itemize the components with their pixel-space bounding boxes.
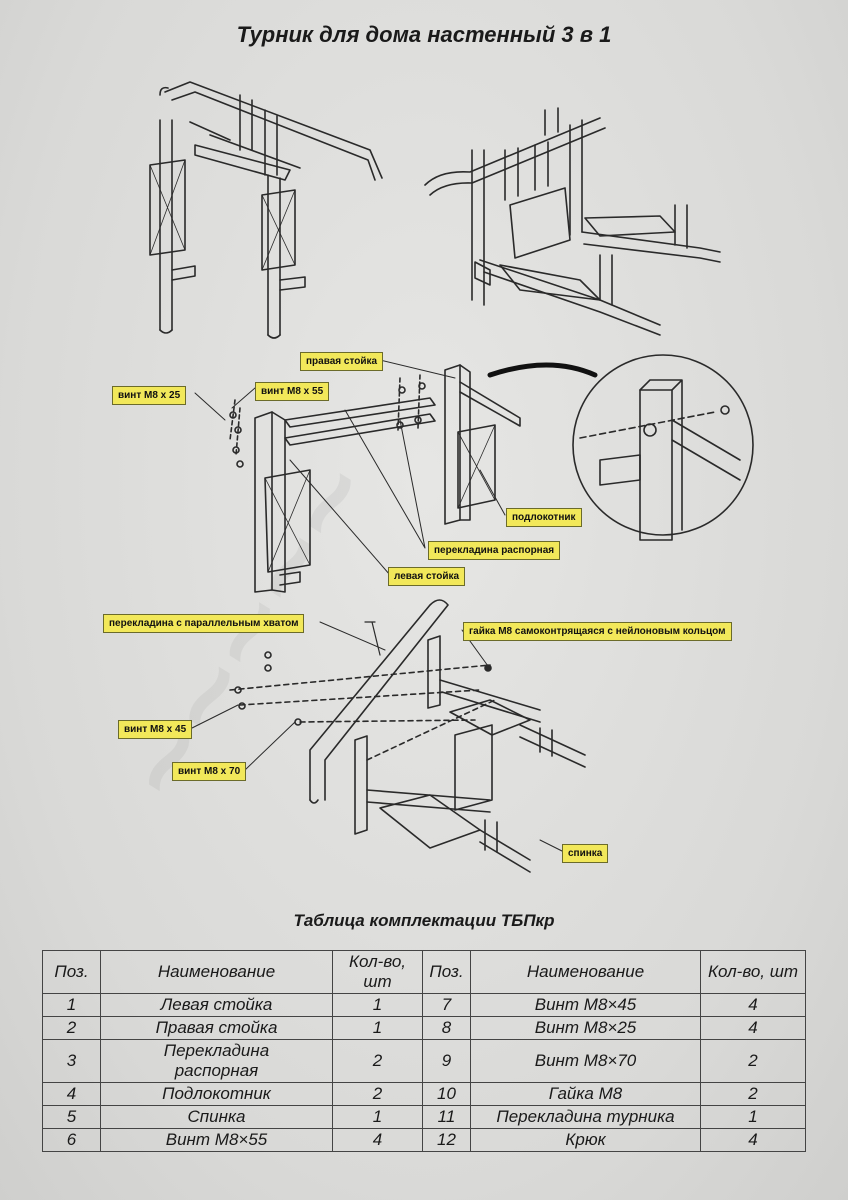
callout-spacer-bar: перекладина распорная: [428, 541, 561, 560]
table-row: 4 Подлокотник 2 10 Гайка М8 2: [42, 1082, 806, 1106]
cell-name: Подлокотник: [100, 1082, 333, 1106]
cell-pos: 5: [42, 1105, 101, 1129]
callout-screw-m8x45: винт М8 x 45: [118, 720, 193, 739]
cell-pos: 3: [42, 1039, 101, 1083]
table-row: 5 Спинка 1 11 Перекладина турника 1: [42, 1105, 806, 1129]
exploded-view-2: [229, 599, 586, 873]
cell-qty: 2: [700, 1082, 806, 1106]
cell-name: Левая стойка: [100, 993, 333, 1017]
cell-name: Гайка М8: [470, 1082, 701, 1106]
cell-name: Перекладина распорная: [100, 1039, 333, 1083]
parts-table: Поз. Наименование Кол-во, шт Поз. Наимен…: [42, 950, 806, 1152]
cell-pos: 4: [42, 1082, 101, 1106]
header-name: Наименование: [100, 950, 333, 994]
callout-armrest: подлокотник: [506, 508, 582, 527]
table-row: 6 Винт М8×55 4 12 Крюк 4: [42, 1128, 806, 1152]
table-row: 3 Перекладина распорная 2 9 Винт М8×70 2: [42, 1039, 806, 1083]
cell-pos: 10: [422, 1082, 471, 1106]
cell-pos: 11: [422, 1105, 471, 1129]
cell-pos: 6: [42, 1128, 101, 1152]
callout-screw-m8x25: винт М8 x 25: [112, 386, 187, 405]
cell-qty: 4: [700, 1016, 806, 1040]
callout-left-post: левая стойка: [388, 567, 466, 586]
header-pos: Поз.: [42, 950, 101, 994]
cell-qty: 2: [332, 1039, 423, 1083]
cell-name: Перекладина турника: [470, 1105, 701, 1129]
callout-right-post: правая стойка: [300, 352, 384, 371]
header-pos: Поз.: [422, 950, 471, 994]
cell-pos: 7: [422, 993, 471, 1017]
cell-qty: 2: [700, 1039, 806, 1083]
cell-qty: 4: [700, 1128, 806, 1152]
detail-magnifier: [487, 354, 754, 541]
header-qty: Кол-во, шт: [700, 950, 806, 994]
cell-qty: 1: [332, 993, 423, 1017]
cell-pos: 1: [42, 993, 101, 1017]
cell-name: Правая стойка: [100, 1016, 333, 1040]
callout-back: спинка: [562, 844, 609, 863]
table-title: Таблица комплектации ТБПкр: [293, 911, 555, 930]
table-row: 2 Правая стойка 1 8 Винт М8×25 4: [42, 1016, 806, 1040]
table-header-row: Поз. Наименование Кол-во, шт Поз. Наимен…: [42, 950, 806, 994]
page-title: Турник для дома настенный 3 в 1: [236, 22, 612, 47]
product-view-assembled: [424, 107, 721, 336]
callout-parallel-grip-bar: перекладина с параллельным хватом: [103, 614, 305, 633]
assembly-drawing: [149, 81, 754, 873]
cell-qty: 4: [700, 993, 806, 1017]
header-qty: Кол-во, шт: [332, 950, 423, 994]
cell-qty: 2: [332, 1082, 423, 1106]
cell-pos: 12: [422, 1128, 471, 1152]
header-name: Наименование: [470, 950, 701, 994]
cell-qty: 1: [700, 1105, 806, 1129]
cell-qty: 1: [332, 1016, 423, 1040]
exploded-view-1: [229, 364, 521, 593]
cell-name: Винт М8×55: [100, 1128, 333, 1152]
cell-name: Винт М8×45: [470, 993, 701, 1017]
cell-pos: 8: [422, 1016, 471, 1040]
cell-pos: 2: [42, 1016, 101, 1040]
cell-name: Спинка: [100, 1105, 333, 1129]
cell-name: Крюк: [470, 1128, 701, 1152]
callout-screw-m8x55: винт М8 x 55: [255, 382, 330, 401]
callout-nut: гайка М8 самоконтрящаяся с нейлоновым ко…: [463, 622, 732, 641]
table-row: 1 Левая стойка 1 7 Винт М8×45 4: [42, 993, 806, 1017]
callout-screw-m8x70: винт М8 x 70: [172, 762, 247, 781]
cell-name: Винт М8×25: [470, 1016, 701, 1040]
cell-qty: 4: [332, 1128, 423, 1152]
product-view-wall-mounted: [149, 81, 383, 339]
cell-qty: 1: [332, 1105, 423, 1129]
cell-pos: 9: [422, 1039, 471, 1083]
cell-name: Винт М8×70: [470, 1039, 701, 1083]
leader-lines: [191, 359, 563, 852]
